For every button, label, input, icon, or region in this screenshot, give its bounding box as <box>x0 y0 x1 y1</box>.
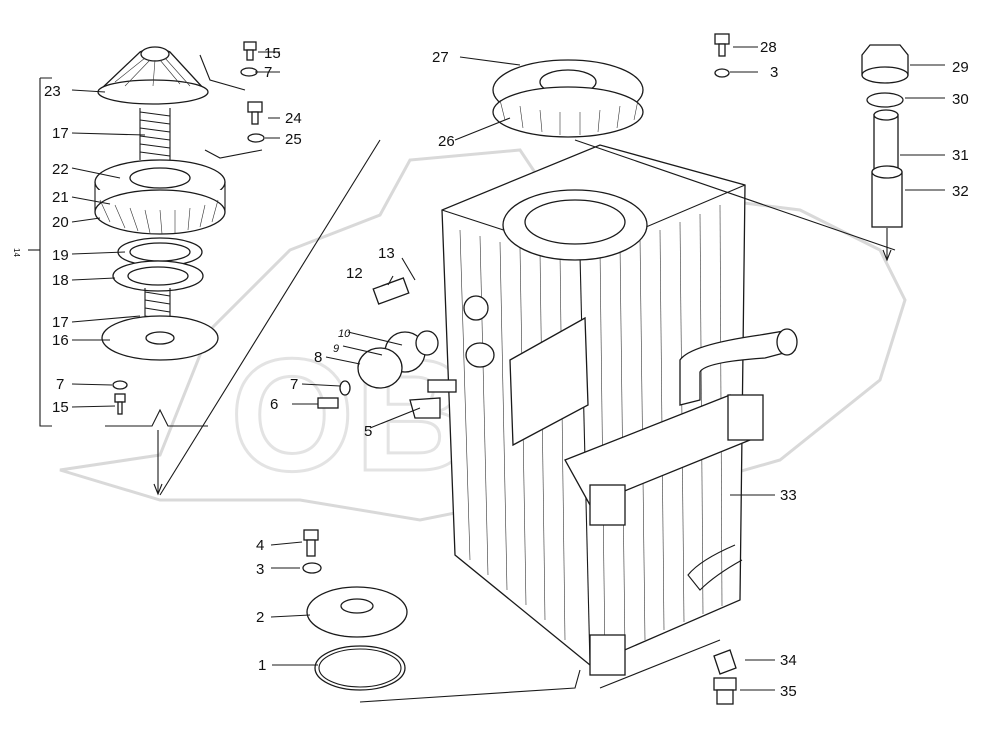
callout-label: 21 <box>52 189 69 206</box>
callout-label: 24 <box>285 110 302 127</box>
callout-label: 34 <box>780 652 797 669</box>
callout-label: 9 <box>333 343 339 355</box>
callout-label: 2 <box>256 609 264 626</box>
bottom-parts <box>302 529 737 705</box>
filler-neck <box>861 44 909 262</box>
callout-label: 35 <box>780 683 797 700</box>
callout-label: 15 <box>52 399 69 416</box>
callout-label: 13 <box>378 245 395 262</box>
callout-label: 25 <box>285 131 302 148</box>
callout-label: 6 <box>270 396 278 413</box>
callout-label: 1 <box>258 657 266 674</box>
callout-label: 28 <box>760 39 777 56</box>
callout-label: 5 <box>364 423 372 440</box>
callout-label: 22 <box>52 161 69 178</box>
callout-label: 18 <box>52 272 69 289</box>
callout-label: 17 <box>52 314 69 331</box>
callout-label: 33 <box>780 487 797 504</box>
callout-label: 31 <box>952 147 969 164</box>
callout-label: 23 <box>44 83 61 100</box>
callout-label: 15 <box>264 45 281 62</box>
callout-label: 8 <box>314 349 322 366</box>
callout-label: 7 <box>56 376 64 393</box>
callout-label: 17 <box>52 125 69 142</box>
callout-label: 12 <box>346 265 363 282</box>
callout-labels: 15 7 23 24 25 17 22 21 20 19 18 17 16 7 … <box>44 39 969 700</box>
side-fittings <box>317 277 495 419</box>
callout-label: 32 <box>952 183 969 200</box>
callout-label: 20 <box>52 214 69 231</box>
callout-label: 7 <box>264 64 272 81</box>
top-hardware <box>199 33 730 159</box>
callout-label: 26 <box>438 133 455 150</box>
callout-label: 3 <box>256 561 264 578</box>
callout-label: 27 <box>432 49 449 66</box>
callout-label: 16 <box>52 332 69 349</box>
tank-lid <box>492 59 644 138</box>
callout-label: 29 <box>952 59 969 76</box>
callout-label: 3 <box>770 64 778 81</box>
filter-assembly <box>39 46 226 496</box>
side-marker: 14 <box>12 248 21 257</box>
tank-body <box>441 144 798 676</box>
callout-label: 10 <box>338 328 351 340</box>
callout-label: 7 <box>290 376 298 393</box>
callout-label: 19 <box>52 247 69 264</box>
callout-label: 30 <box>952 91 969 108</box>
leader-lines <box>71 46 945 691</box>
callout-label: 4 <box>256 537 264 554</box>
